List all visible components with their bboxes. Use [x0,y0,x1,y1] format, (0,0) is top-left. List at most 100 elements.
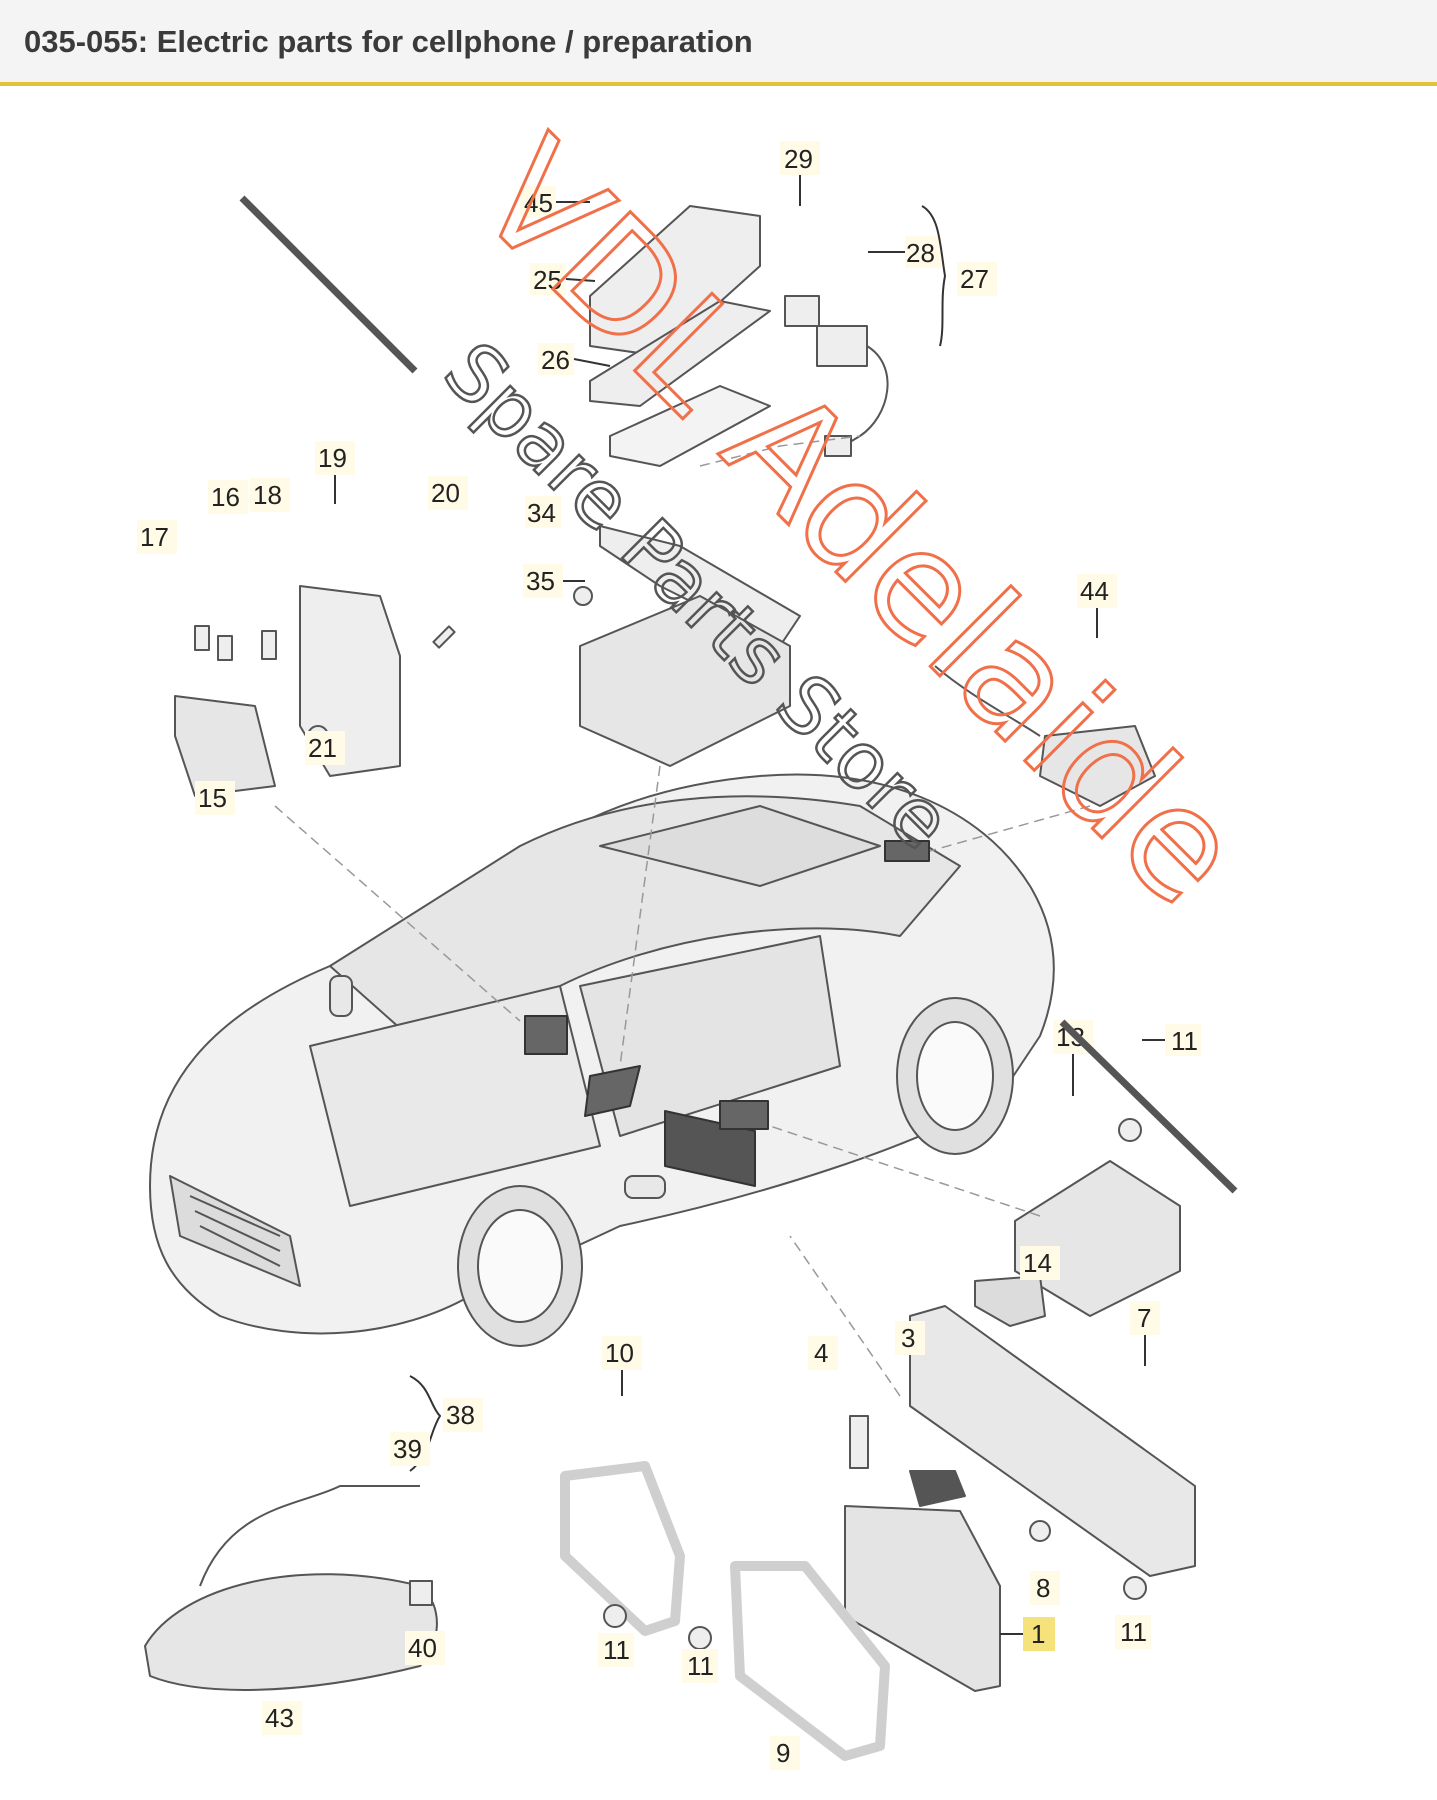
callout-16[interactable]: 16 [208,480,248,514]
callout-39[interactable]: 39 [390,1432,430,1466]
nut-11a [1118,1118,1142,1142]
nut-11d [1123,1576,1147,1600]
cradle-bracket [609,385,771,467]
cradle-plate [589,300,771,407]
callout-26[interactable]: 26 [538,343,611,375]
svg-text:38: 38 [446,1400,475,1430]
callout-34[interactable]: 34 [525,496,561,528]
callout-15[interactable]: 15 [195,781,235,815]
svg-text:20: 20 [431,478,460,508]
svg-text:11: 11 [687,1651,714,1681]
callout-1[interactable]: 1 [1000,1617,1055,1651]
connector-28 [816,325,868,367]
locator-line-7 [789,1235,901,1397]
callout-11b[interactable]: 11 [598,1633,634,1667]
svg-text:16: 16 [211,482,240,512]
callout-27[interactable]: 27 [921,205,997,347]
svg-text:4: 4 [814,1338,828,1368]
marker-b [584,1065,641,1117]
callout-4[interactable]: 4 [808,1336,838,1370]
svg-text:7: 7 [1137,1303,1151,1333]
callout-35[interactable]: 35 [523,564,585,598]
locator-line-26 [699,435,861,467]
page-header: 035-055: Electric parts for cellphone / … [0,0,1437,86]
callout-28[interactable]: 28 [868,236,941,268]
svg-text:18: 18 [253,480,282,510]
svg-text:28: 28 [906,238,935,268]
svg-text:34: 34 [527,498,556,528]
callout-11a[interactable]: 11 [1142,1024,1201,1056]
parts-diagram: 45 25 26 29 28 27 19 16 18 17 20 34 35 1… [0,86,1437,1800]
svg-text:11: 11 [1120,1617,1147,1647]
svg-text:26: 26 [541,345,570,375]
callout-9[interactable]: 9 [770,1736,800,1770]
page-title: 035-055: Electric parts for cellphone / … [24,24,753,59]
roof-module-43 [144,1573,438,1691]
car-illustration [149,773,1055,1347]
svg-text:40: 40 [408,1633,437,1663]
callout-11d[interactable]: 11 [1115,1615,1151,1649]
svg-text:25: 25 [533,265,562,295]
callout-19[interactable]: 19 [315,441,355,504]
callout-17[interactable]: 17 [137,520,177,554]
svg-text:19: 19 [318,443,347,473]
nut-11c [688,1626,712,1650]
wire-38 [199,1485,420,1587]
callout-20[interactable]: 20 [428,476,468,510]
svg-text:15: 15 [198,783,227,813]
part-4 [849,1415,869,1469]
frame-9 [730,1561,890,1761]
antenna-17 [194,625,210,651]
svg-text:1: 1 [1031,1619,1045,1649]
screw-34 [573,586,593,606]
locator-line-35 [619,765,661,1067]
callout-labels: 45 25 26 29 28 27 19 16 18 17 20 34 35 1… [137,141,1201,1770]
svg-text:43: 43 [265,1703,294,1733]
marker-d [719,1100,769,1130]
svg-text:44: 44 [1080,576,1109,606]
callout-14[interactable]: 14 [1020,1246,1060,1280]
callout-11c[interactable]: 11 [682,1649,718,1683]
svg-text:3: 3 [901,1323,915,1353]
module-44 [1039,725,1156,807]
screw-20 [432,625,456,649]
svg-text:9: 9 [776,1738,790,1768]
connector-18 [261,630,277,660]
callout-40[interactable]: 40 [405,1631,445,1665]
callout-29[interactable]: 29 [780,141,820,206]
callout-10[interactable]: 10 [602,1336,642,1396]
callout-44[interactable]: 44 [1077,574,1117,638]
callout-8[interactable]: 8 [1030,1571,1060,1605]
svg-text:14: 14 [1023,1248,1052,1278]
svg-text:45: 45 [524,188,553,218]
svg-text:11: 11 [1171,1026,1198,1056]
svg-text:10: 10 [605,1338,634,1368]
holder-14 [974,1275,1046,1327]
svg-text:35: 35 [526,566,555,596]
callout-25[interactable]: 25 [530,263,596,295]
connector-29 [784,295,820,327]
connector-16 [217,635,233,661]
callout-38[interactable]: 38 [409,1375,483,1472]
locator-line-44 [929,805,1091,852]
svg-text:8: 8 [1036,1573,1050,1603]
svg-text:27: 27 [960,264,989,294]
marker-a [524,1015,568,1055]
control-unit-1 [844,1505,1001,1692]
callout-21[interactable]: 21 [305,731,345,765]
storage-box-35 [579,595,791,767]
svg-text:17: 17 [140,522,169,552]
phone-cradle [589,205,761,357]
svg-text:39: 39 [393,1434,422,1464]
nut-11b [603,1604,627,1628]
callout-18[interactable]: 18 [250,478,290,512]
plug-28 [824,435,852,457]
callout-3[interactable]: 3 [895,1321,925,1355]
callout-7[interactable]: 7 [1130,1301,1160,1366]
callout-45[interactable]: 45 [520,186,590,218]
clip-8 [1029,1520,1051,1542]
marker-e [884,840,930,862]
callout-43[interactable]: 43 [262,1701,302,1735]
wire-28 [839,345,889,449]
bracket-7 [909,1305,1196,1577]
